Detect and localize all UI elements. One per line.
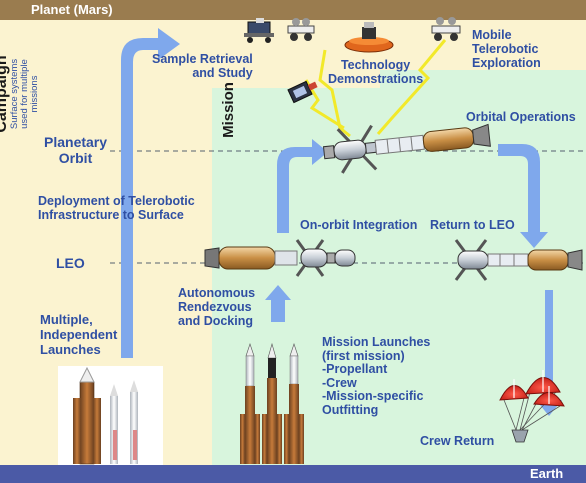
planetary-orbit-line-1: Planetary bbox=[44, 134, 108, 150]
sample-retrieval-line-1: Sample Retrieval bbox=[152, 52, 253, 66]
leo-label: LEO bbox=[56, 255, 85, 271]
deployment-line-2: Infrastructure to Surface bbox=[38, 208, 184, 222]
autonomous-rendezvous-line-1: Autonomous bbox=[178, 286, 256, 300]
mobile-telerobotic-line-3: Exploration bbox=[472, 56, 541, 70]
multiple-launches-label: Multiple, Independent Launches bbox=[40, 312, 117, 357]
mission-launches-line-1: Mission Launches bbox=[322, 335, 431, 349]
return-to-leo-label: Return to LEO bbox=[430, 218, 515, 232]
return-arrow bbox=[498, 144, 562, 416]
multiple-launches-line-3: Launches bbox=[40, 342, 101, 357]
autonomous-rendezvous-label: Autonomous Rendezvous and Docking bbox=[178, 286, 255, 328]
sample-satellite bbox=[287, 80, 318, 104]
rendezvous-arrow bbox=[265, 285, 291, 322]
planetary-orbit-line-2: Orbit bbox=[58, 150, 93, 166]
mission-up-arrow bbox=[277, 139, 328, 233]
surface-rover-3 bbox=[431, 17, 461, 41]
mission-launches-line-2: (first mission) bbox=[322, 348, 405, 363]
sample-retrieval-line-2: and Study bbox=[192, 66, 253, 80]
mobile-telerobotic-line-2: Telerobotic bbox=[472, 42, 539, 56]
autonomous-rendezvous-line-3: and Docking bbox=[178, 314, 254, 328]
earth-band: Earth bbox=[0, 465, 586, 483]
orbital-station bbox=[322, 123, 491, 174]
laser-beams bbox=[304, 39, 447, 138]
planet-band: Planet (Mars) bbox=[0, 0, 586, 20]
orbital-operations-label: Orbital Operations bbox=[466, 110, 576, 124]
mission-launches-line-6: Outfitting bbox=[322, 402, 379, 417]
sample-retrieval-label: Sample Retrieval and Study bbox=[152, 52, 253, 80]
earth-label: Earth bbox=[530, 466, 564, 481]
mission-launches-line-3: -Propellant bbox=[322, 362, 388, 377]
technology-demos-label: Technology Demonstrations bbox=[328, 58, 423, 86]
planet-label: Planet (Mars) bbox=[31, 2, 113, 17]
crew-return-label: Crew Return bbox=[420, 434, 495, 448]
technology-demos-line-2: Demonstrations bbox=[328, 72, 424, 86]
campaign-arrow bbox=[121, 28, 180, 358]
surface-rover-1 bbox=[244, 18, 274, 43]
campaign-subtitle-3: missions bbox=[29, 75, 40, 113]
mission-launches-line-5: -Mission-specific bbox=[322, 389, 424, 404]
surface-rover-2 bbox=[287, 18, 315, 41]
deployment-line-1: Deployment of Telerobotic bbox=[38, 194, 195, 208]
multiple-launches-line-1: Multiple, bbox=[40, 312, 93, 327]
mission-region bbox=[212, 70, 586, 465]
campaign-side-label: Campaign Surface systems used for multip… bbox=[0, 25, 40, 163]
autonomous-rendezvous-line-2: Rendezvous bbox=[178, 300, 252, 314]
mission-rockets bbox=[240, 342, 304, 464]
mobile-telerobotic-label: Mobile Telerobotic Exploration bbox=[472, 28, 541, 70]
planetary-orbit-label: Planetary Orbit bbox=[44, 134, 107, 166]
surface-habitat bbox=[344, 22, 394, 53]
technology-demos-line-1: Technology bbox=[340, 58, 411, 72]
leo-vehicle-right bbox=[454, 239, 583, 281]
on-orbit-integration-label: On-orbit Integration bbox=[300, 218, 418, 232]
mission-side-label: Mission bbox=[220, 82, 237, 138]
mobile-telerobotic-line-1: Mobile bbox=[472, 28, 512, 42]
campaign-rockets-photo bbox=[58, 366, 163, 465]
multiple-launches-line-2: Independent bbox=[40, 327, 118, 342]
mission-launches-line-4: -Crew bbox=[322, 375, 357, 390]
deployment-label: Deployment of Telerobotic Infrastructure… bbox=[38, 194, 195, 222]
leo-vehicle-left bbox=[204, 239, 356, 277]
crew-return-parachutes bbox=[499, 370, 565, 443]
mission-launches-label: Mission Launches (first mission) -Propel… bbox=[322, 335, 431, 418]
